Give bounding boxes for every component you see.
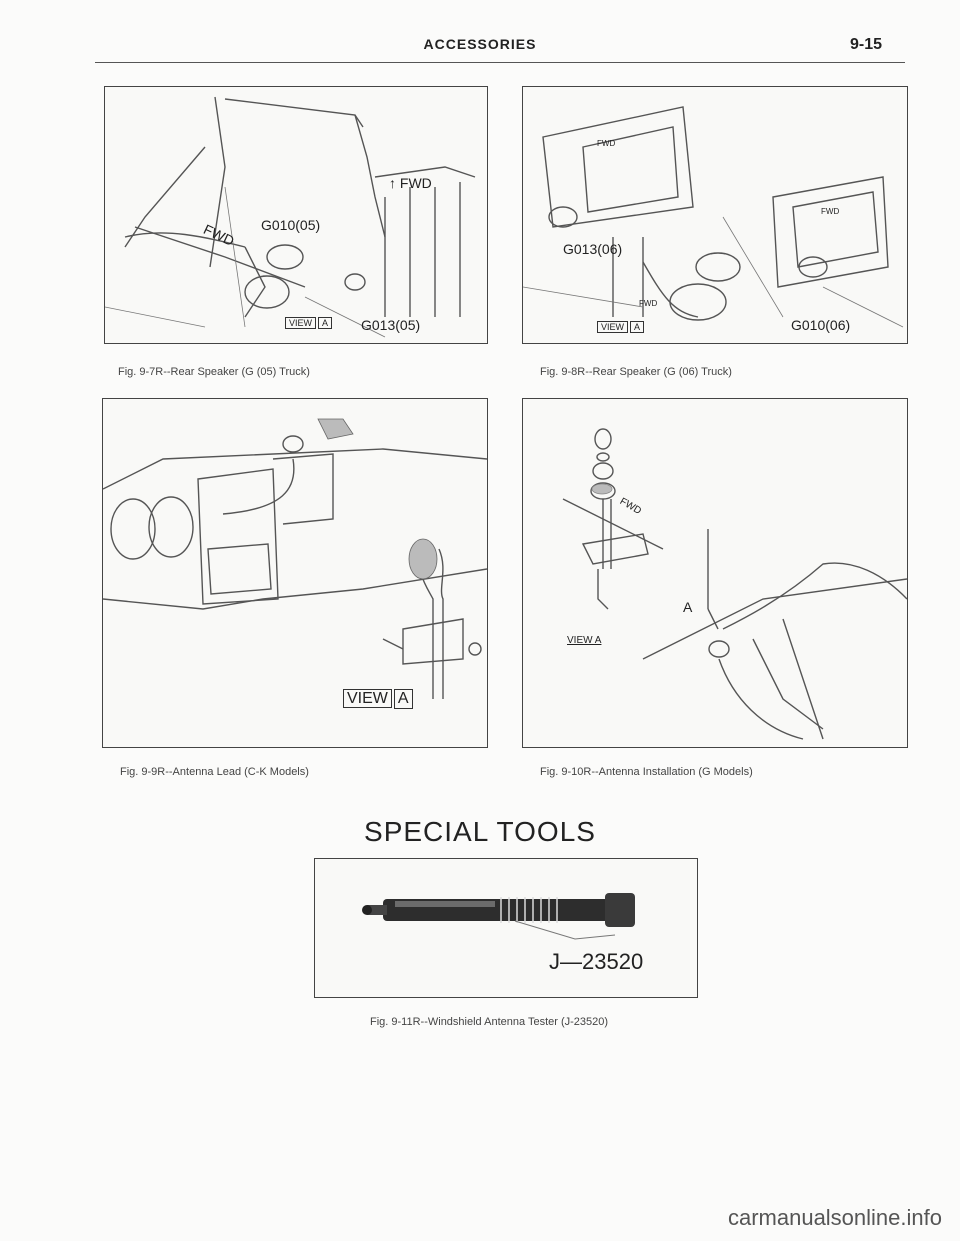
tool-number: J—23520 [549, 949, 644, 974]
part-label-g013-06: G013(06) [563, 241, 623, 257]
antenna-installation-illustration [562, 428, 907, 740]
figure-caption: Fig. 9-8R--Rear Speaker (G (06) Truck) [540, 366, 732, 378]
header-rule [95, 62, 905, 63]
figure-caption: Fig. 9-9R--Antenna Lead (C-K Models) [120, 766, 309, 778]
page-header-title: ACCESSORIES [423, 36, 537, 52]
part-label-g010-05: G010(05) [261, 217, 321, 233]
tool-caption: Fig. 9-11R--Windshield Antenna Tester (J… [370, 1016, 609, 1028]
part-label-g013-05: G013(05) [361, 317, 421, 333]
antenna-tester-tool-illustration [362, 893, 635, 940]
part-label-g010-06: G010(06) [791, 317, 851, 333]
fwd-label-top: FWD [597, 139, 616, 148]
rear-speaker-06-illustration [523, 106, 904, 328]
tool-figure: J—23520 [314, 858, 698, 998]
a-callout-label: A [683, 599, 693, 615]
figure-caption: Fig. 9-10R--Antenna Installation (G Mode… [540, 766, 753, 778]
fwd-label-right: FWD [821, 207, 840, 216]
figure-antenna-installation-g: FWD VIEW A A [522, 398, 908, 748]
antenna-lead-illustration [103, 418, 487, 699]
special-tools-heading: SPECIAL TOOLS [364, 816, 596, 847]
fwd-label-low: FWD [639, 299, 658, 308]
view-a-label: VIEW A [567, 635, 602, 646]
page-number: 9-15 [850, 36, 883, 53]
watermark: carmanualsonline.info [727, 1205, 942, 1230]
figure-caption: Fig. 9-7R--Rear Speaker (G (05) Truck) [118, 366, 310, 378]
rear-speaker-05-illustration [105, 96, 476, 338]
fwd-label-top: ↑ FWD [389, 175, 432, 191]
